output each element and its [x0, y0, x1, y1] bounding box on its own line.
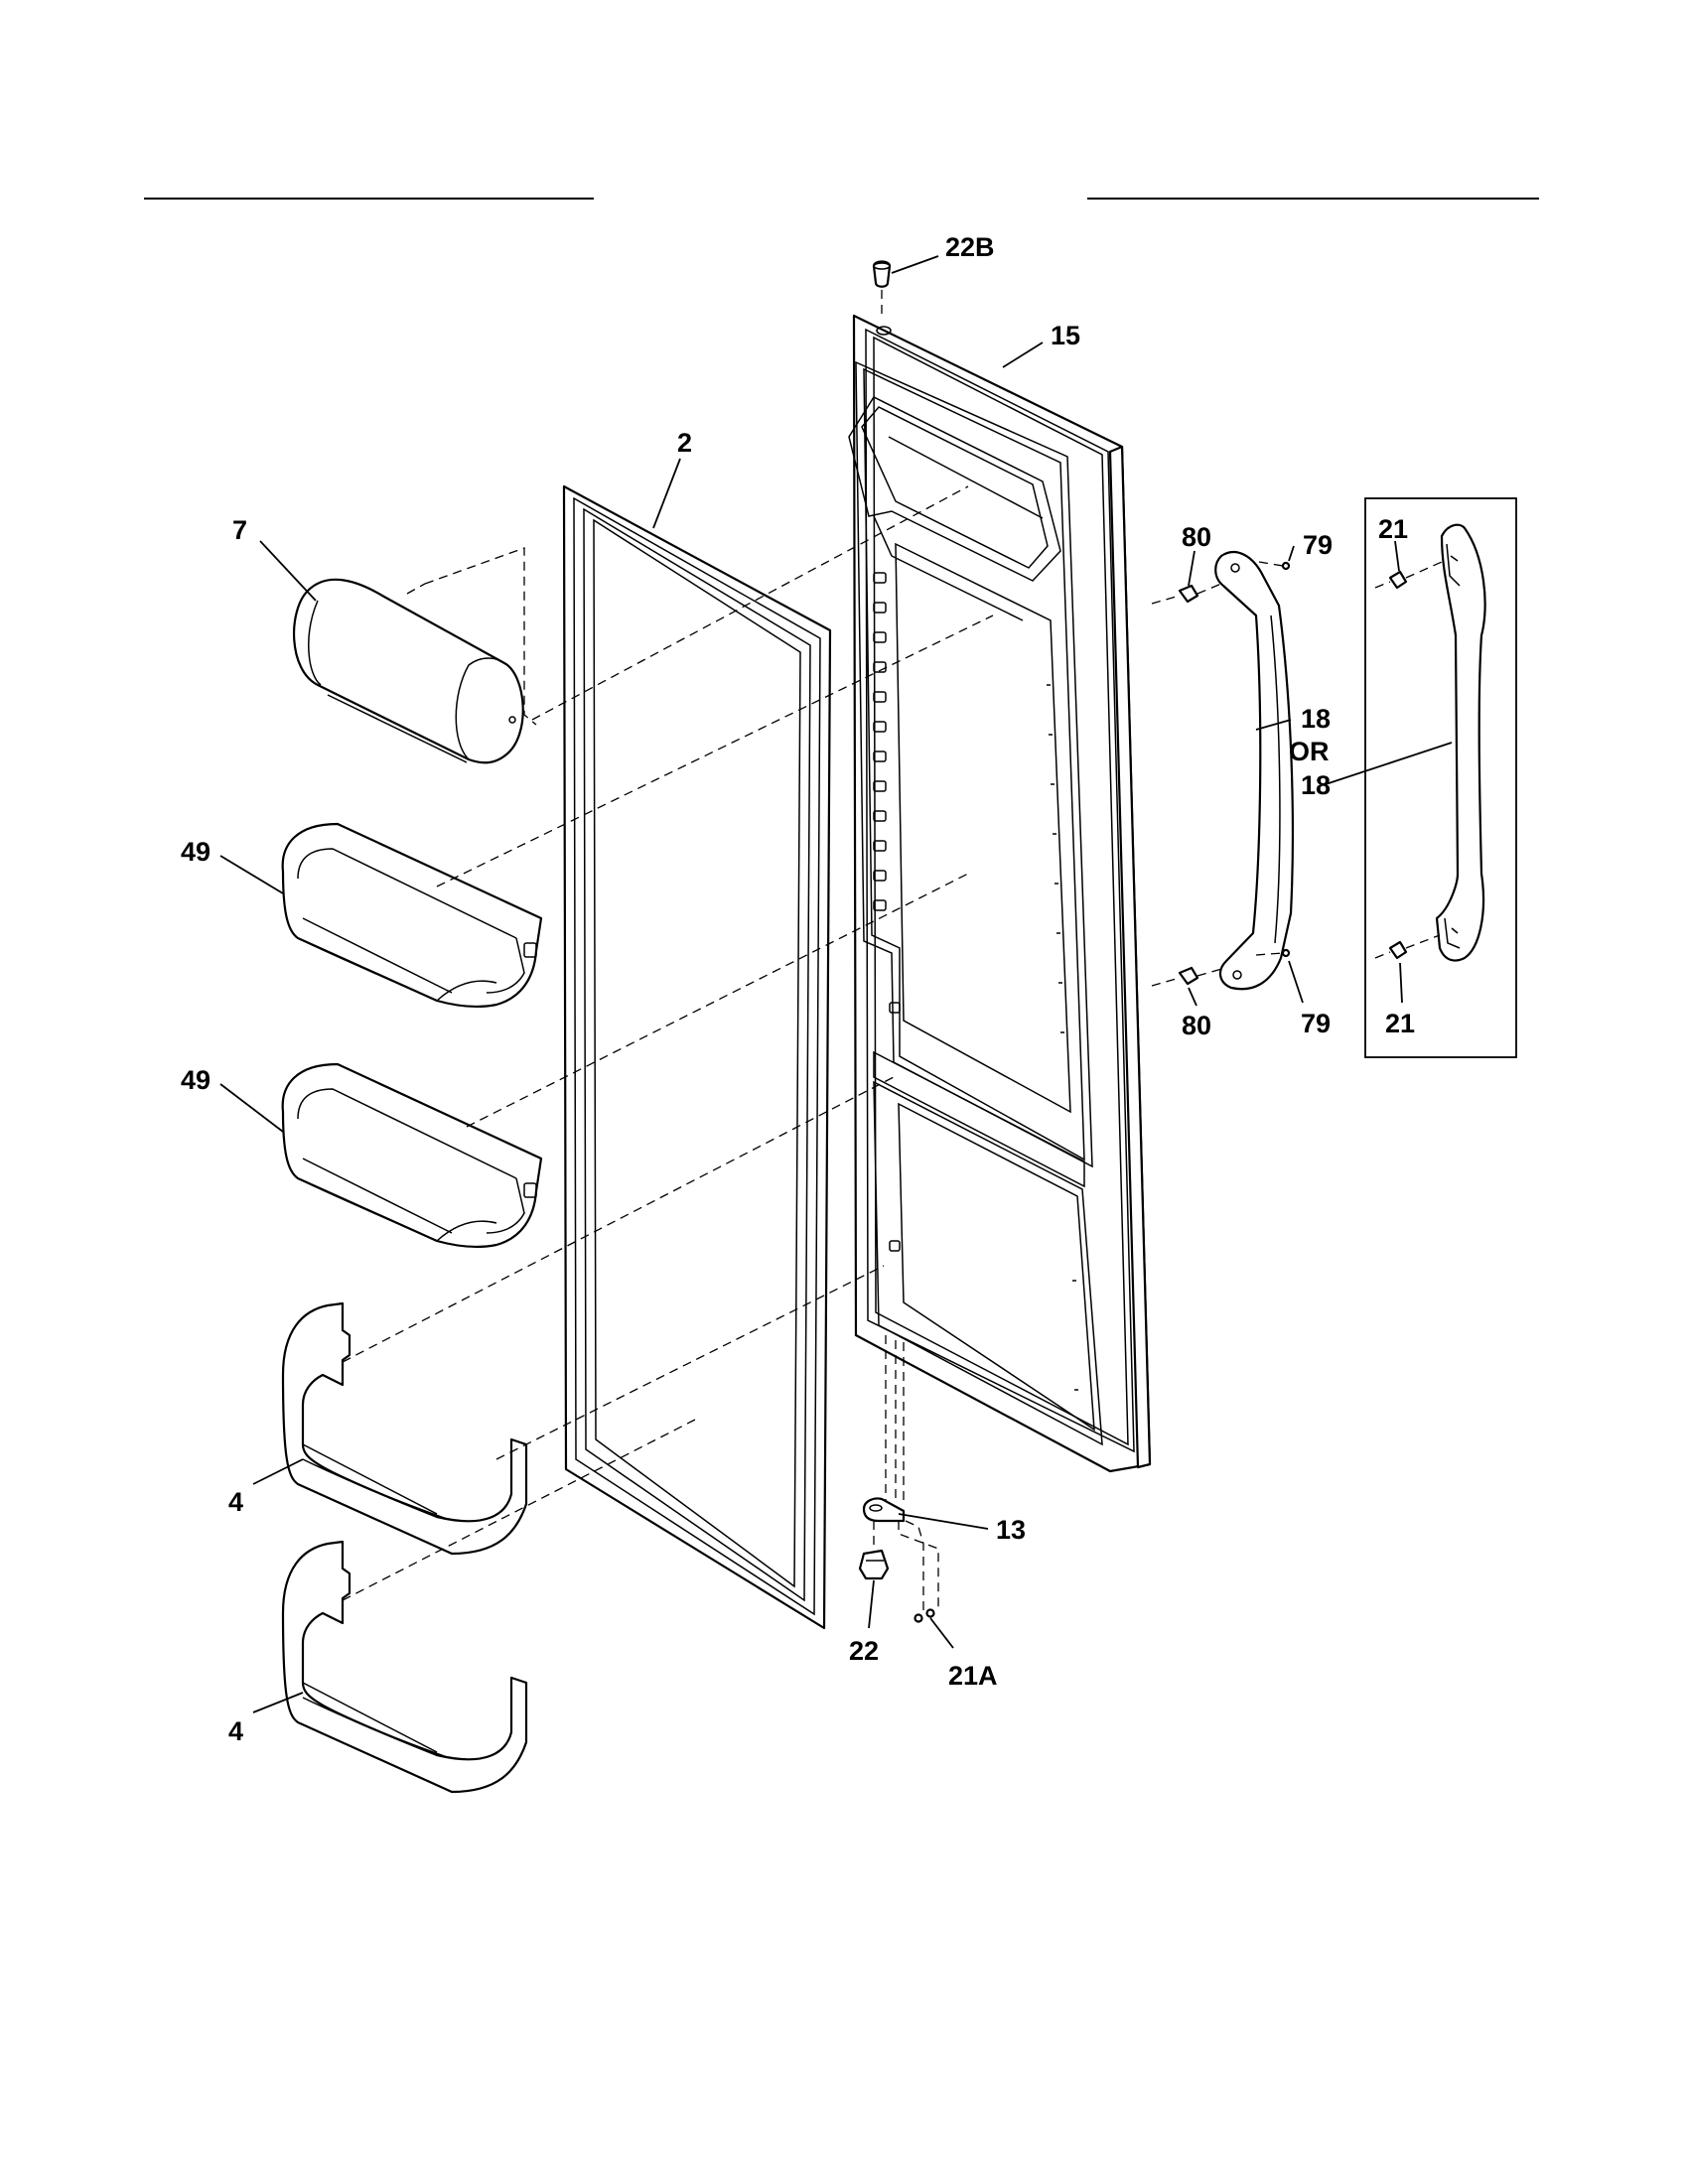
fastener-21-top	[1374, 561, 1443, 590]
callout-15: 15	[1051, 321, 1080, 350]
callout-21-top: 21	[1378, 514, 1408, 544]
hinge-dashed-guides	[873, 1335, 939, 1610]
callout-49-bottom: 49	[181, 1065, 211, 1095]
shelf-peg-column	[873, 572, 901, 1252]
callout-22b: 22B	[945, 232, 995, 262]
handle-18-left	[1214, 550, 1295, 991]
screw-79-top	[1258, 561, 1291, 571]
callout-21-bottom: 21	[1385, 1009, 1415, 1038]
callout-79-top: 79	[1303, 530, 1333, 560]
callout-80-bottom: 80	[1182, 1011, 1211, 1040]
callout-80-top: 80	[1182, 522, 1211, 552]
dairy-bin-7	[293, 578, 524, 764]
callout-13: 13	[996, 1515, 1026, 1545]
callout-21a: 21A	[948, 1661, 998, 1691]
callout-22: 22	[849, 1636, 879, 1666]
door-bin-4-top	[281, 1301, 528, 1556]
fastener-21-bottom	[1374, 934, 1441, 960]
fastener-80-bottom	[1151, 966, 1226, 987]
fastener-80-top	[1151, 583, 1222, 605]
screw-79-bottom	[1255, 948, 1291, 958]
callout-18-a: 18	[1301, 704, 1331, 734]
door-bin-4-bottom	[281, 1540, 528, 1794]
door-assembly	[848, 314, 1152, 1473]
hinge-13	[862, 1497, 906, 1523]
callout-49-top: 49	[181, 837, 211, 867]
callout-18-or: OR	[1289, 737, 1330, 766]
callout-79-bottom: 79	[1301, 1009, 1331, 1038]
callout-4-bottom: 4	[228, 1716, 243, 1746]
callout-18-b: 18	[1301, 770, 1331, 800]
screws-21a	[914, 1608, 935, 1623]
handle-18-right	[1435, 523, 1486, 962]
door-gasket	[562, 484, 832, 1630]
callout-2: 2	[677, 428, 692, 458]
assembly-guide-lines	[342, 485, 994, 1601]
plug-22b	[872, 260, 892, 316]
callout-7: 7	[232, 515, 247, 545]
callout-labels: 22B 15 2 7 80 79 21 18 OR 18 49 49 80 79…	[181, 232, 1415, 1746]
door-bin-49-top	[281, 822, 543, 1008]
bushing-22	[858, 1549, 890, 1580]
right-peg-column	[1047, 684, 1078, 1391]
alternate-handle-box	[1364, 497, 1517, 1058]
door-bin-49-bottom	[281, 1062, 543, 1248]
leader-lines	[219, 255, 1453, 1713]
callout-4-top: 4	[228, 1487, 243, 1517]
